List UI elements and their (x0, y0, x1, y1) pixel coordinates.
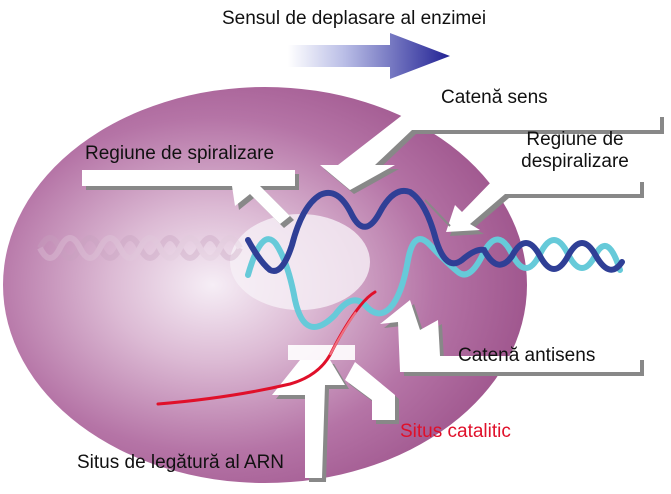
coil-region-label: Regiune de spiralizare (85, 143, 275, 164)
faint-dna (37, 235, 243, 261)
label-pointers (82, 113, 664, 482)
sense-strand-label: Catenă sens (441, 87, 548, 108)
sense-strand (245, 188, 625, 274)
direction-label: Sensul de deplasare al enzimei (222, 8, 487, 29)
antisense-strand-label: Catenă antisens (458, 345, 596, 366)
rna-strand (156, 290, 377, 406)
rna-binding-site-label: Situs de legătură al ARN (77, 452, 285, 473)
uncoil-region-line2: despiralizare (521, 151, 629, 172)
uncoil-region-label: Regiune de despiralizare (505, 129, 645, 173)
antisense-strand (245, 236, 623, 330)
uncoil-region-line1: Regiune de (526, 129, 624, 150)
right-arrow-icon (288, 33, 450, 79)
catalytic-site-label: Situs catalitic (400, 421, 511, 442)
